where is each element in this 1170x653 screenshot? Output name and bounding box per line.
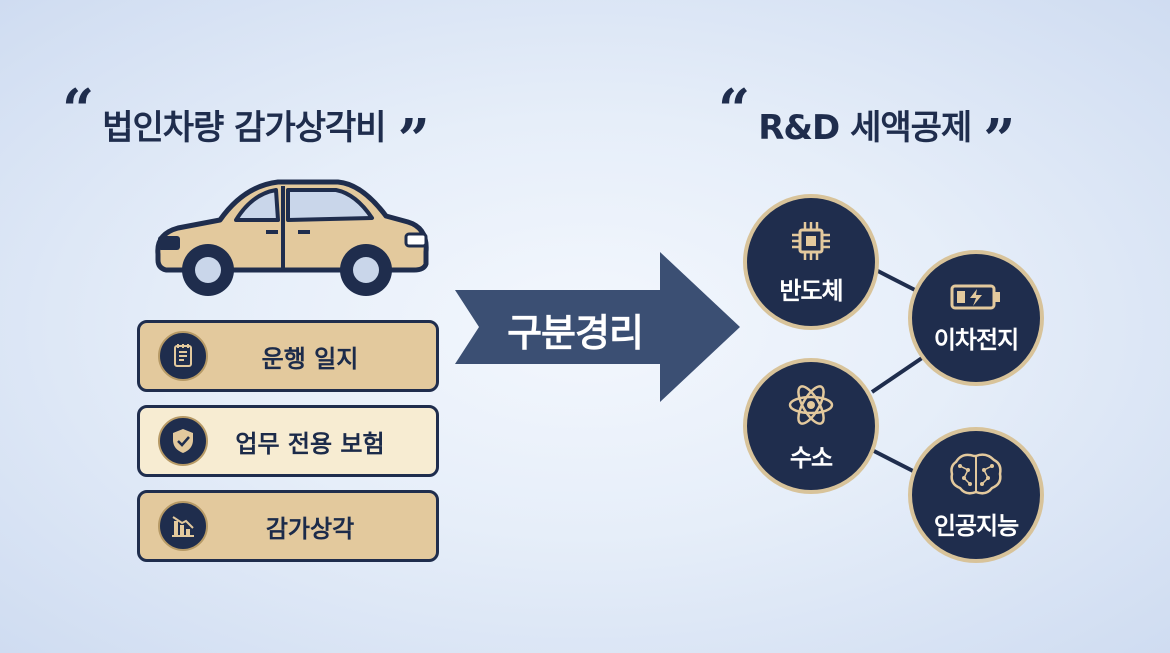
left-heading: “ 법인차량 감가상각비 ” <box>62 82 430 168</box>
logbook-label: 운행 일지 <box>261 344 359 373</box>
car-icon <box>155 179 429 296</box>
depreciation-label: 감가상각 <box>265 514 355 543</box>
arrow-right-icon <box>455 252 740 402</box>
node-semiconductor-label: 반도체 <box>779 276 843 305</box>
right-title: R&D 세액공제 <box>758 108 972 148</box>
left-close-quote: ” <box>397 107 430 173</box>
right-heading: “ R&D 세액공제 ” <box>718 82 1015 168</box>
node-hydrogen: 수소 <box>743 358 879 494</box>
node-battery-label: 이차전지 <box>933 325 1019 354</box>
left-title: 법인차량 감가상각비 <box>102 108 386 148</box>
logbook-icon <box>158 331 208 381</box>
left-open-quote: “ <box>62 77 95 143</box>
declining-chart-icon <box>158 501 208 551</box>
node-ai: 인공지능 <box>908 427 1044 563</box>
right-open-quote: “ <box>718 77 751 143</box>
brain-icon <box>950 452 1002 495</box>
atom-icon <box>788 384 834 425</box>
depreciation-box: 감가상각 <box>137 490 439 562</box>
node-ai-label: 인공지능 <box>933 511 1019 540</box>
insurance-box: 업무 전용 보험 <box>137 405 439 477</box>
shield-check-icon <box>158 416 208 466</box>
node-battery: 이차전지 <box>908 250 1044 386</box>
chip-icon <box>792 221 830 260</box>
node-semiconductor: 반도체 <box>743 194 879 330</box>
insurance-label: 업무 전용 보험 <box>235 429 385 458</box>
node-hydrogen-label: 수소 <box>789 443 833 472</box>
battery-icon <box>950 284 1000 309</box>
right-close-quote: ” <box>983 107 1016 173</box>
logbook-box: 운행 일지 <box>137 320 439 392</box>
arrow-label: 구분경리 <box>507 311 644 355</box>
